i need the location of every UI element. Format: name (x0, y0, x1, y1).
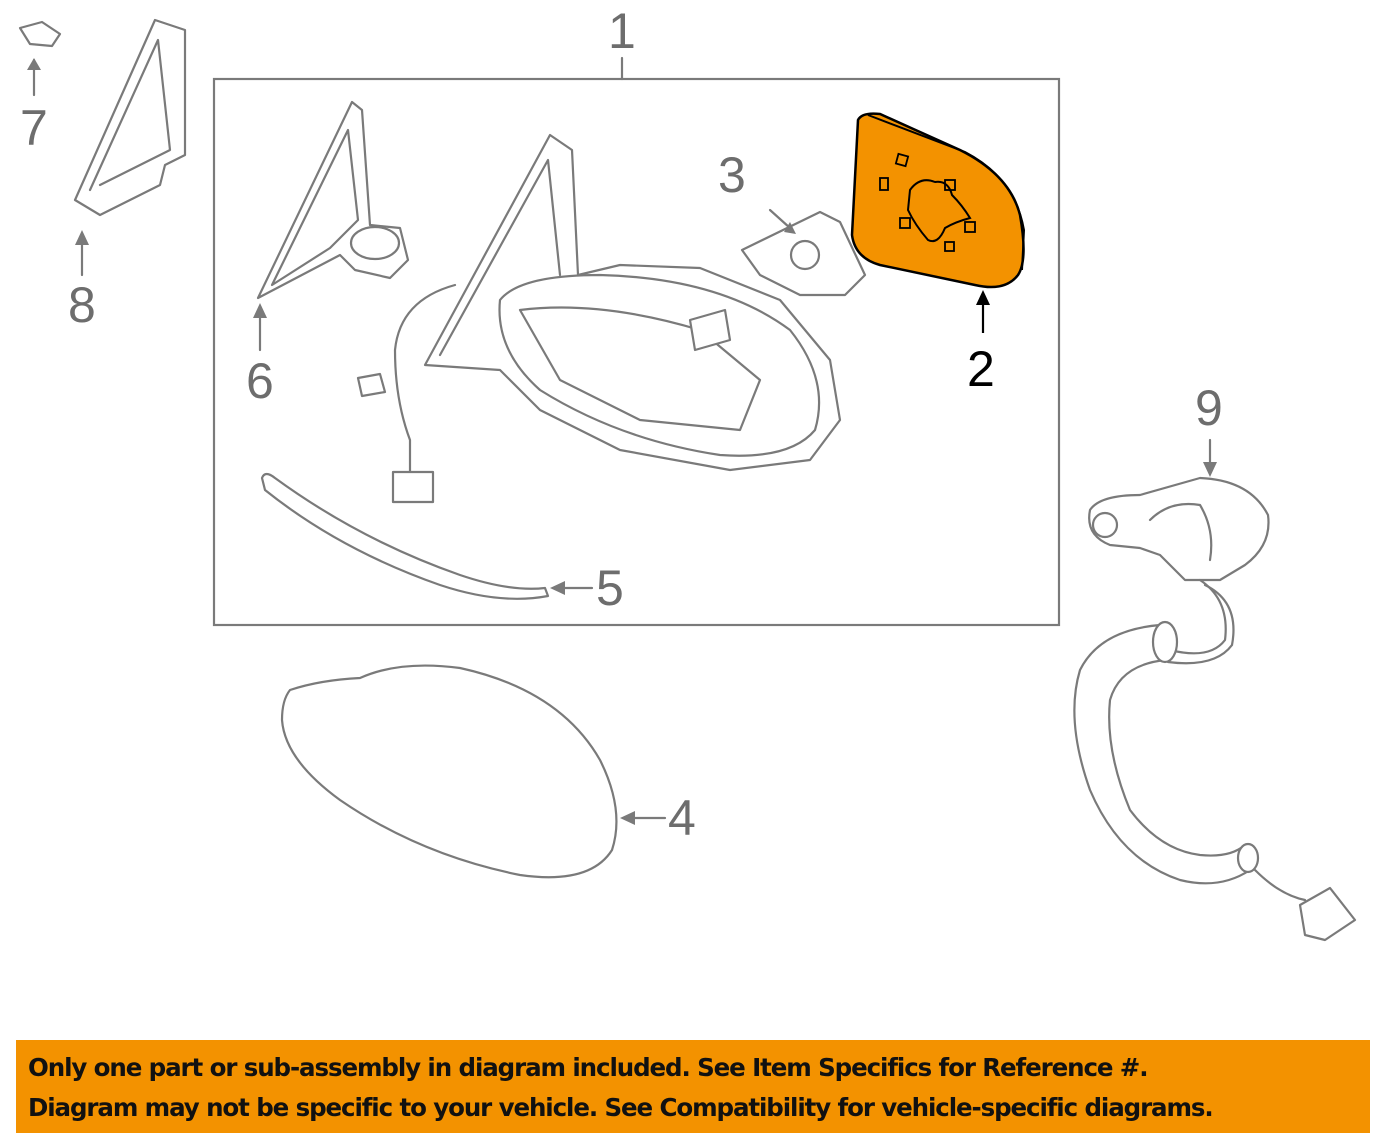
parts-diagram: 1 7 8 6 3 (18, 3, 1357, 942)
part-7-clip (18, 20, 62, 97)
callout-4: 4 (668, 790, 696, 846)
assembly-box (212, 77, 1061, 627)
disclaimer-line-2: Diagram may not be specific to your vehi… (28, 1093, 1214, 1122)
part-5-seal (260, 472, 594, 600)
highlighted-part (850, 112, 1025, 289)
callout-3: 3 (718, 147, 746, 203)
callout-6: 6 (246, 353, 274, 409)
callout-7: 7 (20, 100, 48, 156)
callout-1: 1 (608, 3, 636, 59)
part-2-mirror-glass (850, 112, 1026, 333)
callout-8: 8 (68, 277, 96, 333)
part-9-harness (1073, 438, 1357, 942)
part-8-trim (73, 18, 187, 277)
mirror-housing (356, 133, 842, 504)
part-6-base (253, 100, 410, 352)
callout-5: 5 (596, 560, 624, 616)
disclaimer-banner: Only one part or sub-assembly in diagram… (16, 1040, 1370, 1133)
callout-2: 2 (967, 341, 995, 397)
part-4-cover (280, 664, 667, 879)
part-3-actuator (740, 208, 867, 297)
disclaimer-line-1: Only one part or sub-assembly in diagram… (28, 1053, 1149, 1082)
callout-9: 9 (1195, 380, 1223, 436)
